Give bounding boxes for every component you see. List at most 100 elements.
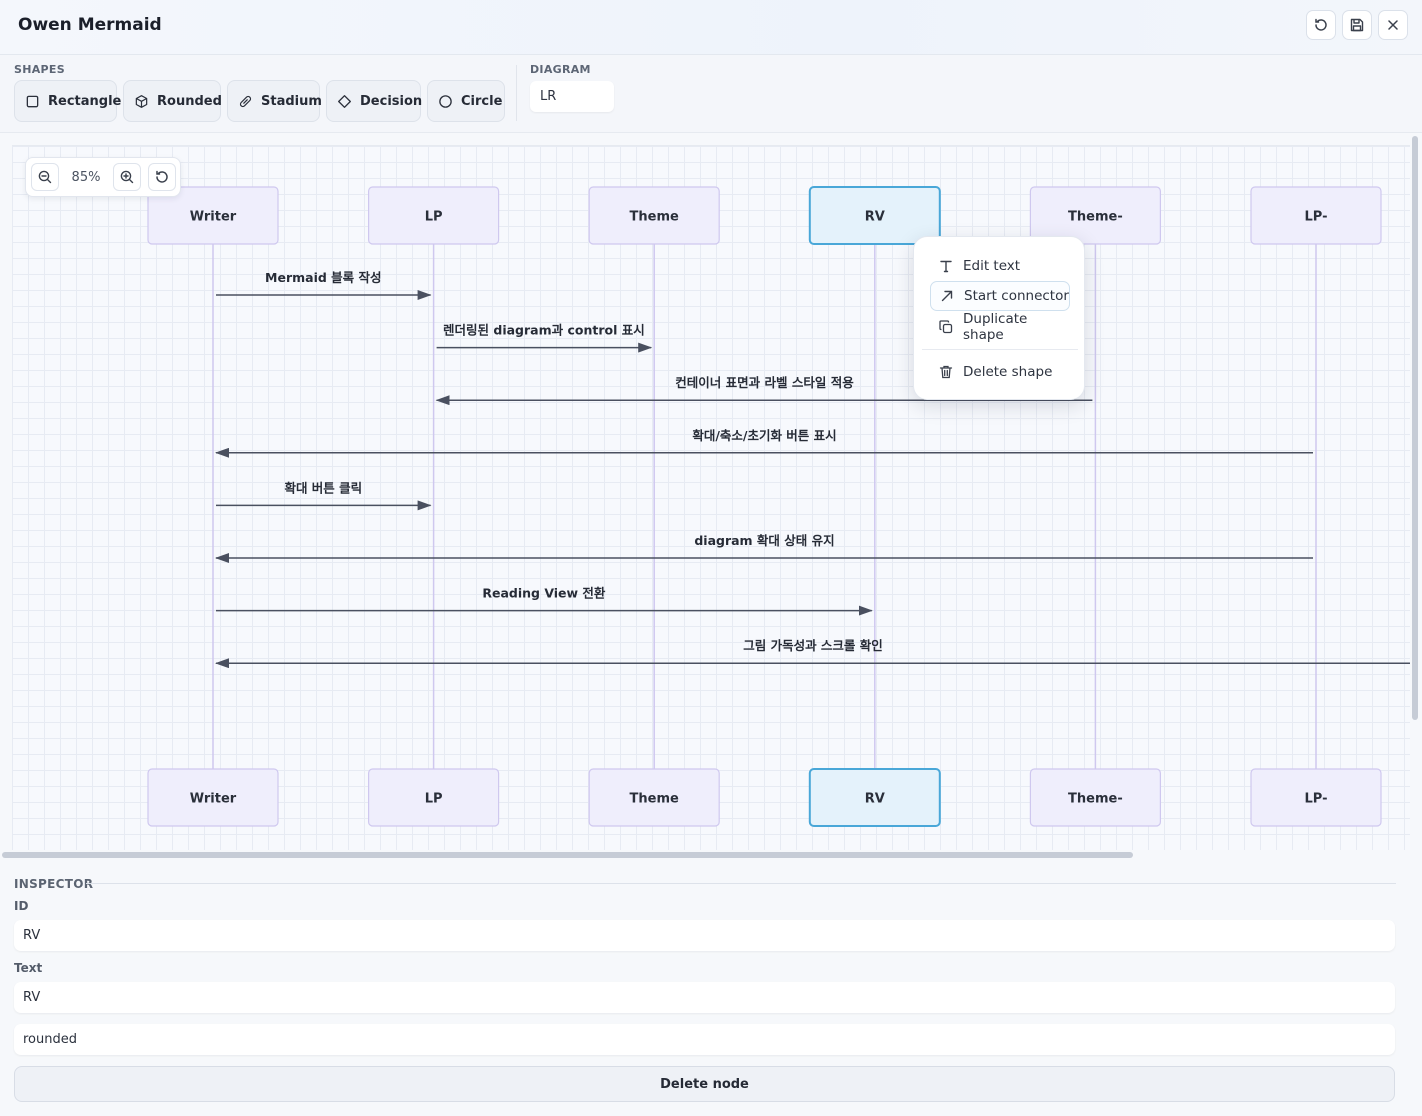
rounded-shape-button[interactable]: Rounded: [123, 80, 222, 122]
window-title: Owen Mermaid: [18, 15, 162, 35]
zoom-out-icon: [38, 170, 52, 184]
zoom-out-button[interactable]: [31, 163, 59, 191]
duplicate-shape-label: Duplicate shape: [963, 311, 1028, 343]
message-label: 컨테이너 표면과 라벨 스타일 적용: [675, 375, 854, 390]
save-button[interactable]: [1342, 10, 1372, 40]
duplicate-shape-menu-item[interactable]: Duplicate shape: [930, 311, 1070, 343]
shape-toolbar: SHAPES Rectangle Rounded Stadium Decisio…: [0, 55, 1422, 133]
stadium-shape-button[interactable]: Stadium: [227, 80, 322, 122]
arrow-up-right-icon: [941, 290, 953, 302]
rounded-label: Rounded: [157, 93, 222, 109]
decision-shape-button[interactable]: Decision: [326, 80, 423, 122]
participant-bottom-Writer[interactable]: Writer: [147, 768, 279, 827]
message-7[interactable]: 그림 가독성과 스크롤 확인: [215, 638, 1410, 669]
participant-label: RV: [865, 210, 885, 225]
circle-icon: [439, 94, 452, 108]
message-1[interactable]: 렌더링된 diagram과 control 표시: [436, 323, 653, 353]
participant-label: Theme: [630, 210, 679, 225]
participant-top-Theme-[interactable]: Theme-: [1029, 186, 1162, 245]
shape-context-menu: Edit text Start connector Duplicate shap…: [913, 236, 1085, 400]
save-icon: [1350, 18, 1364, 32]
id-field-label: ID: [14, 899, 29, 913]
participant-bottom-LP-[interactable]: LP-: [1250, 768, 1382, 827]
participant-box: [808, 186, 941, 245]
id-input[interactable]: [14, 920, 1395, 951]
participant-box: [1250, 186, 1382, 245]
zoom-in-button[interactable]: [113, 163, 141, 191]
square-icon: [26, 95, 39, 107]
message-label: Reading View 전환: [482, 586, 606, 601]
message-label: 확대 버튼 클릭: [284, 480, 362, 495]
participant-bottom-Theme-[interactable]: Theme-: [1029, 768, 1162, 827]
message-6[interactable]: Reading View 전환: [216, 586, 873, 616]
shapes-section-label: SHAPES: [14, 63, 65, 76]
participant-box: [147, 186, 279, 245]
delete-shape-menu-item[interactable]: Delete shape: [930, 357, 1070, 387]
participant-label: RV: [865, 792, 885, 807]
start-connector-menu-item[interactable]: Start connector: [930, 281, 1070, 311]
participant-box: [808, 768, 941, 827]
text-icon: [940, 260, 952, 273]
close-button[interactable]: [1378, 10, 1408, 40]
message-2[interactable]: 컨테이너 표면과 라벨 스타일 적용: [435, 375, 1093, 406]
close-icon: [1388, 20, 1398, 30]
diagram-direction-select[interactable]: LR: [530, 81, 614, 112]
zoom-controls: 85%: [25, 157, 181, 197]
message-3[interactable]: 확대/축소/초기화 버튼 표시: [215, 428, 1313, 458]
stadium-label: Stadium: [261, 93, 322, 109]
message-5[interactable]: diagram 확대 상태 유지: [215, 533, 1313, 563]
shape-select[interactable]: [14, 1024, 1395, 1055]
delete-node-button[interactable]: Delete node: [14, 1066, 1395, 1102]
participant-top-RV[interactable]: RV: [808, 186, 941, 245]
participant-box: [368, 186, 500, 245]
message-label: 그림 가독성과 스크롤 확인: [743, 638, 883, 653]
circle-shape-button[interactable]: Circle: [427, 80, 505, 122]
menu-separator: [922, 349, 1078, 350]
zoom-reset-button[interactable]: [148, 163, 176, 191]
delete-shape-label: Delete shape: [963, 364, 1053, 380]
participant-top-LP-[interactable]: LP-: [1250, 186, 1382, 245]
participant-top-LP[interactable]: LP: [368, 186, 500, 245]
participant-top-Theme[interactable]: Theme: [588, 186, 720, 245]
participant-label: Writer: [190, 792, 237, 807]
participant-box: [588, 768, 720, 827]
participant-label: LP-: [1305, 210, 1328, 225]
participant-bottom-LP[interactable]: LP: [368, 768, 500, 827]
participant-box: [1029, 186, 1162, 245]
participant-label: Theme-: [1068, 210, 1123, 225]
message-0[interactable]: Mermaid 블록 작성: [216, 270, 432, 300]
participant-top-Writer[interactable]: Writer: [147, 186, 279, 245]
inspector-panel: INSPECTOR ID Text Delete node: [0, 862, 1422, 1116]
rectangle-label: Rectangle: [48, 93, 122, 109]
horizontal-scrollbar[interactable]: [2, 852, 1133, 858]
canvas-vertical-scrollbar[interactable]: [1412, 136, 1418, 720]
edit-text-menu-item[interactable]: Edit text: [930, 251, 1070, 281]
message-label: 확대/축소/초기화 버튼 표시: [692, 428, 836, 443]
reset-icon: [1315, 18, 1327, 31]
start-connector-label: Start connector: [964, 288, 1069, 304]
cube-icon: [135, 94, 148, 108]
text-input[interactable]: [14, 982, 1395, 1013]
diagram-section-label: DIAGRAM: [530, 63, 591, 76]
participant-label: Theme: [630, 792, 679, 807]
reset-button[interactable]: [1306, 10, 1336, 40]
zoom-level: 85%: [71, 170, 101, 185]
participant-bottom-RV[interactable]: RV: [808, 768, 941, 827]
participant-bottom-Theme[interactable]: Theme: [588, 768, 720, 827]
participant-box: [1029, 768, 1162, 827]
rectangle-shape-button[interactable]: Rectangle: [14, 80, 121, 122]
inspector-divider: [86, 883, 1396, 884]
message-label: Mermaid 블록 작성: [265, 270, 381, 285]
message-label: diagram 확대 상태 유지: [694, 533, 834, 548]
participant-label: Writer: [190, 210, 237, 225]
decision-label: Decision: [360, 93, 423, 109]
trash-icon: [939, 365, 953, 379]
participant-label: Theme-: [1068, 792, 1123, 807]
participant-label: LP: [425, 210, 443, 225]
toolbar-divider: [516, 65, 517, 121]
message-4[interactable]: 확대 버튼 클릭: [216, 480, 432, 511]
circle-label: Circle: [461, 93, 503, 109]
diamond-icon: [338, 94, 351, 108]
